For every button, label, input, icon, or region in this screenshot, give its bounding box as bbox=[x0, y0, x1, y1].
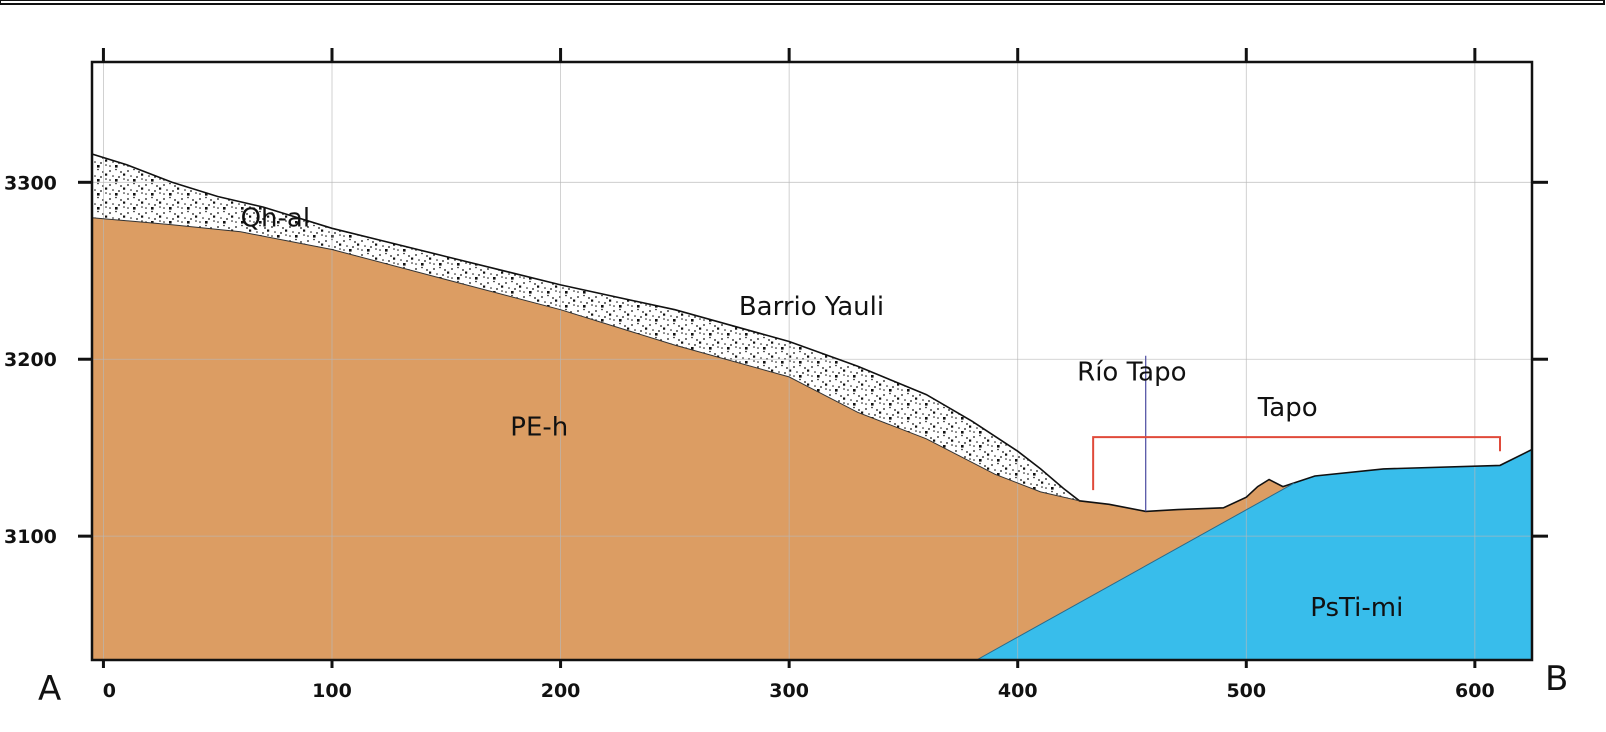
x-tick-label: 100 bbox=[312, 680, 352, 702]
unit-label-psti-mi: PsTi-mi bbox=[1310, 593, 1403, 623]
geology-layers bbox=[92, 62, 1532, 660]
qh-al-unit-area bbox=[92, 154, 1080, 501]
y-tick-label: 3300 bbox=[4, 172, 57, 194]
peh-qh-contact-line bbox=[92, 217, 1080, 502]
grid-lines bbox=[92, 62, 1532, 660]
x-tick-label: 200 bbox=[541, 680, 581, 702]
x-tick-label: 400 bbox=[998, 680, 1038, 702]
endpoint-label-a: A bbox=[38, 669, 61, 709]
x-tick-labels: 0 100 200 300 400 500 600 bbox=[103, 680, 1495, 702]
y-tick-labels: 3100 3200 3300 bbox=[4, 172, 57, 548]
plot-frame bbox=[90, 60, 1534, 662]
place-label-barrio-yauli: Barrio Yauli bbox=[739, 292, 884, 322]
x-tick-label: 0 bbox=[103, 680, 116, 702]
place-label-tapo: Tapo bbox=[1257, 393, 1318, 423]
y-tick-label: 3200 bbox=[4, 349, 57, 371]
x-tick-label: 600 bbox=[1455, 680, 1495, 702]
x-tick-label: 300 bbox=[769, 680, 809, 702]
y-tick-label: 3100 bbox=[4, 526, 57, 548]
place-label-rio-tapo: Río Tapo bbox=[1077, 357, 1186, 387]
unit-label-qh-al: Qh-al bbox=[241, 204, 310, 234]
topographic-surface-line bbox=[92, 153, 1532, 513]
psti-contact-line bbox=[976, 482, 1295, 660]
top-frame bbox=[0, 0, 1605, 5]
tapo-bracket bbox=[1092, 436, 1501, 491]
psti-mi-unit-area bbox=[976, 449, 1532, 660]
axis-ticks bbox=[78, 48, 1548, 668]
endpoint-label-b: B bbox=[1545, 659, 1568, 699]
unit-label-pe-h: PE-h bbox=[510, 412, 568, 442]
x-tick-label: 500 bbox=[1226, 680, 1266, 702]
